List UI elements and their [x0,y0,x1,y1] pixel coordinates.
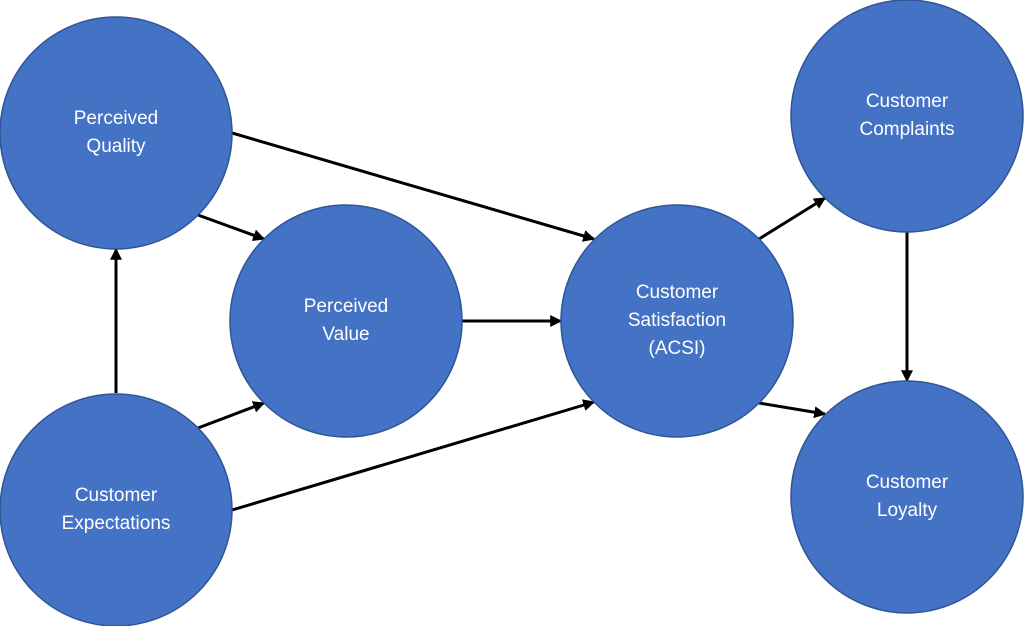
node-circle-perceived-value [229,204,463,438]
arrow-customer-satisfaction-to-customer-loyalty [758,401,827,419]
arrow-customer-expectations-to-perceived-value [197,401,266,430]
arrow-perceived-quality-to-perceived-value [197,213,266,241]
node-label-customer-satisfaction: Satisfaction [628,310,726,331]
node-label-customer-loyalty: Customer [866,472,949,493]
node-circle-customer-loyalty [790,380,1024,614]
node-label-customer-complaints: Complaints [859,119,954,140]
node-label-customer-expectations: Expectations [62,513,171,534]
node-label-customer-loyalty: Loyalty [877,500,938,521]
node-circle-customer-satisfaction [560,204,794,438]
node-label-customer-complaints: Customer [866,91,949,112]
node-label-customer-satisfaction: (ACSI) [649,338,706,359]
edges-layer [110,131,913,512]
node-label-customer-satisfaction: Customer [636,282,719,303]
node-circle-customer-complaints [790,0,1024,233]
arrow-customer-satisfaction-to-customer-complaints [758,196,827,241]
node-label-perceived-value: Perceived [304,296,389,317]
arrow-customer-expectations-to-customer-satisfaction [231,399,596,512]
node-circle-perceived-quality [0,16,233,250]
node-label-perceived-quality: Quality [86,136,146,157]
node-label-customer-expectations: Customer [75,485,158,506]
arrow-perceived-quality-to-customer-satisfaction [231,131,596,242]
node-label-perceived-value: Value [322,324,369,345]
node-circle-customer-expectations [0,393,233,626]
node-label-perceived-quality: Perceived [74,108,159,129]
